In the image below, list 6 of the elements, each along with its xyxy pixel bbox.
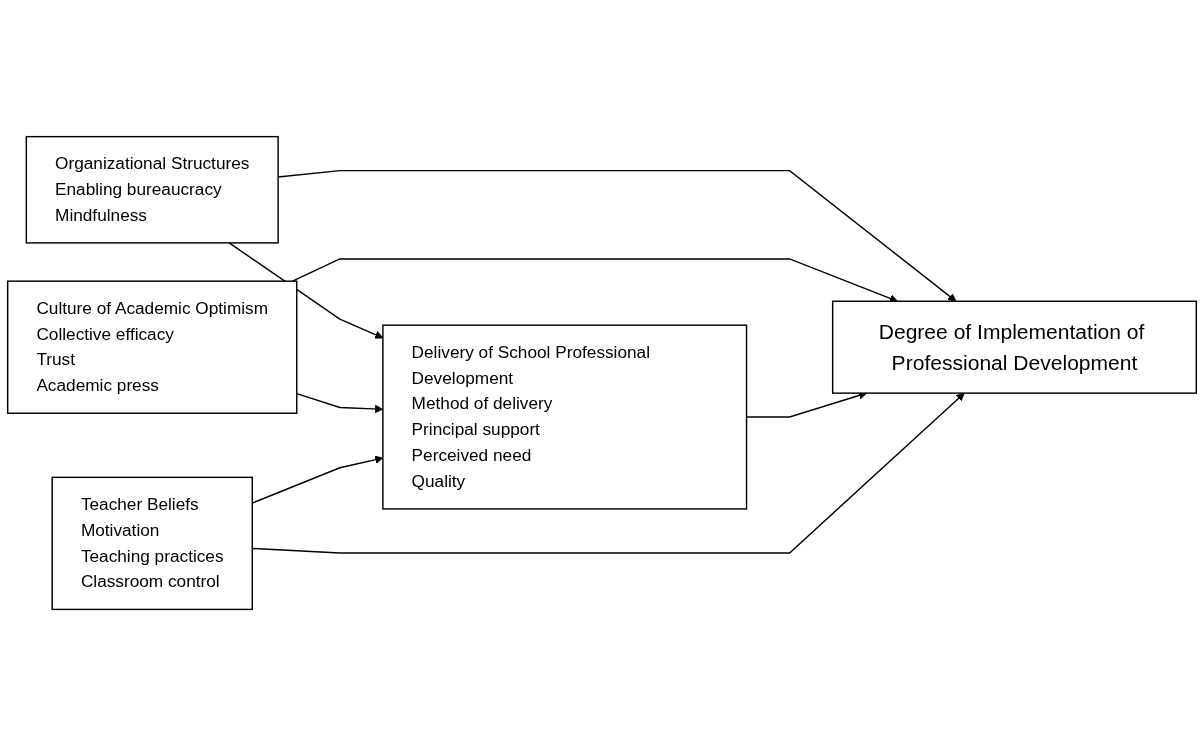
node-box: Teacher Beliefs Motivation Teaching practices Classroom control [51,477,253,611]
node-box: Organizational Structures Enabling bureaucracy Mindfulness [25,136,279,245]
node-box: Culture of Academic Optimism Collective efficacy Trust Academic press [6,280,298,415]
node-box: Delivery of School Professional Development Method of delivery Principal support Perceived need Quality [382,324,748,511]
node-box: Degree of Implementation of Professional Development [831,301,1198,395]
arrow [291,258,898,303]
